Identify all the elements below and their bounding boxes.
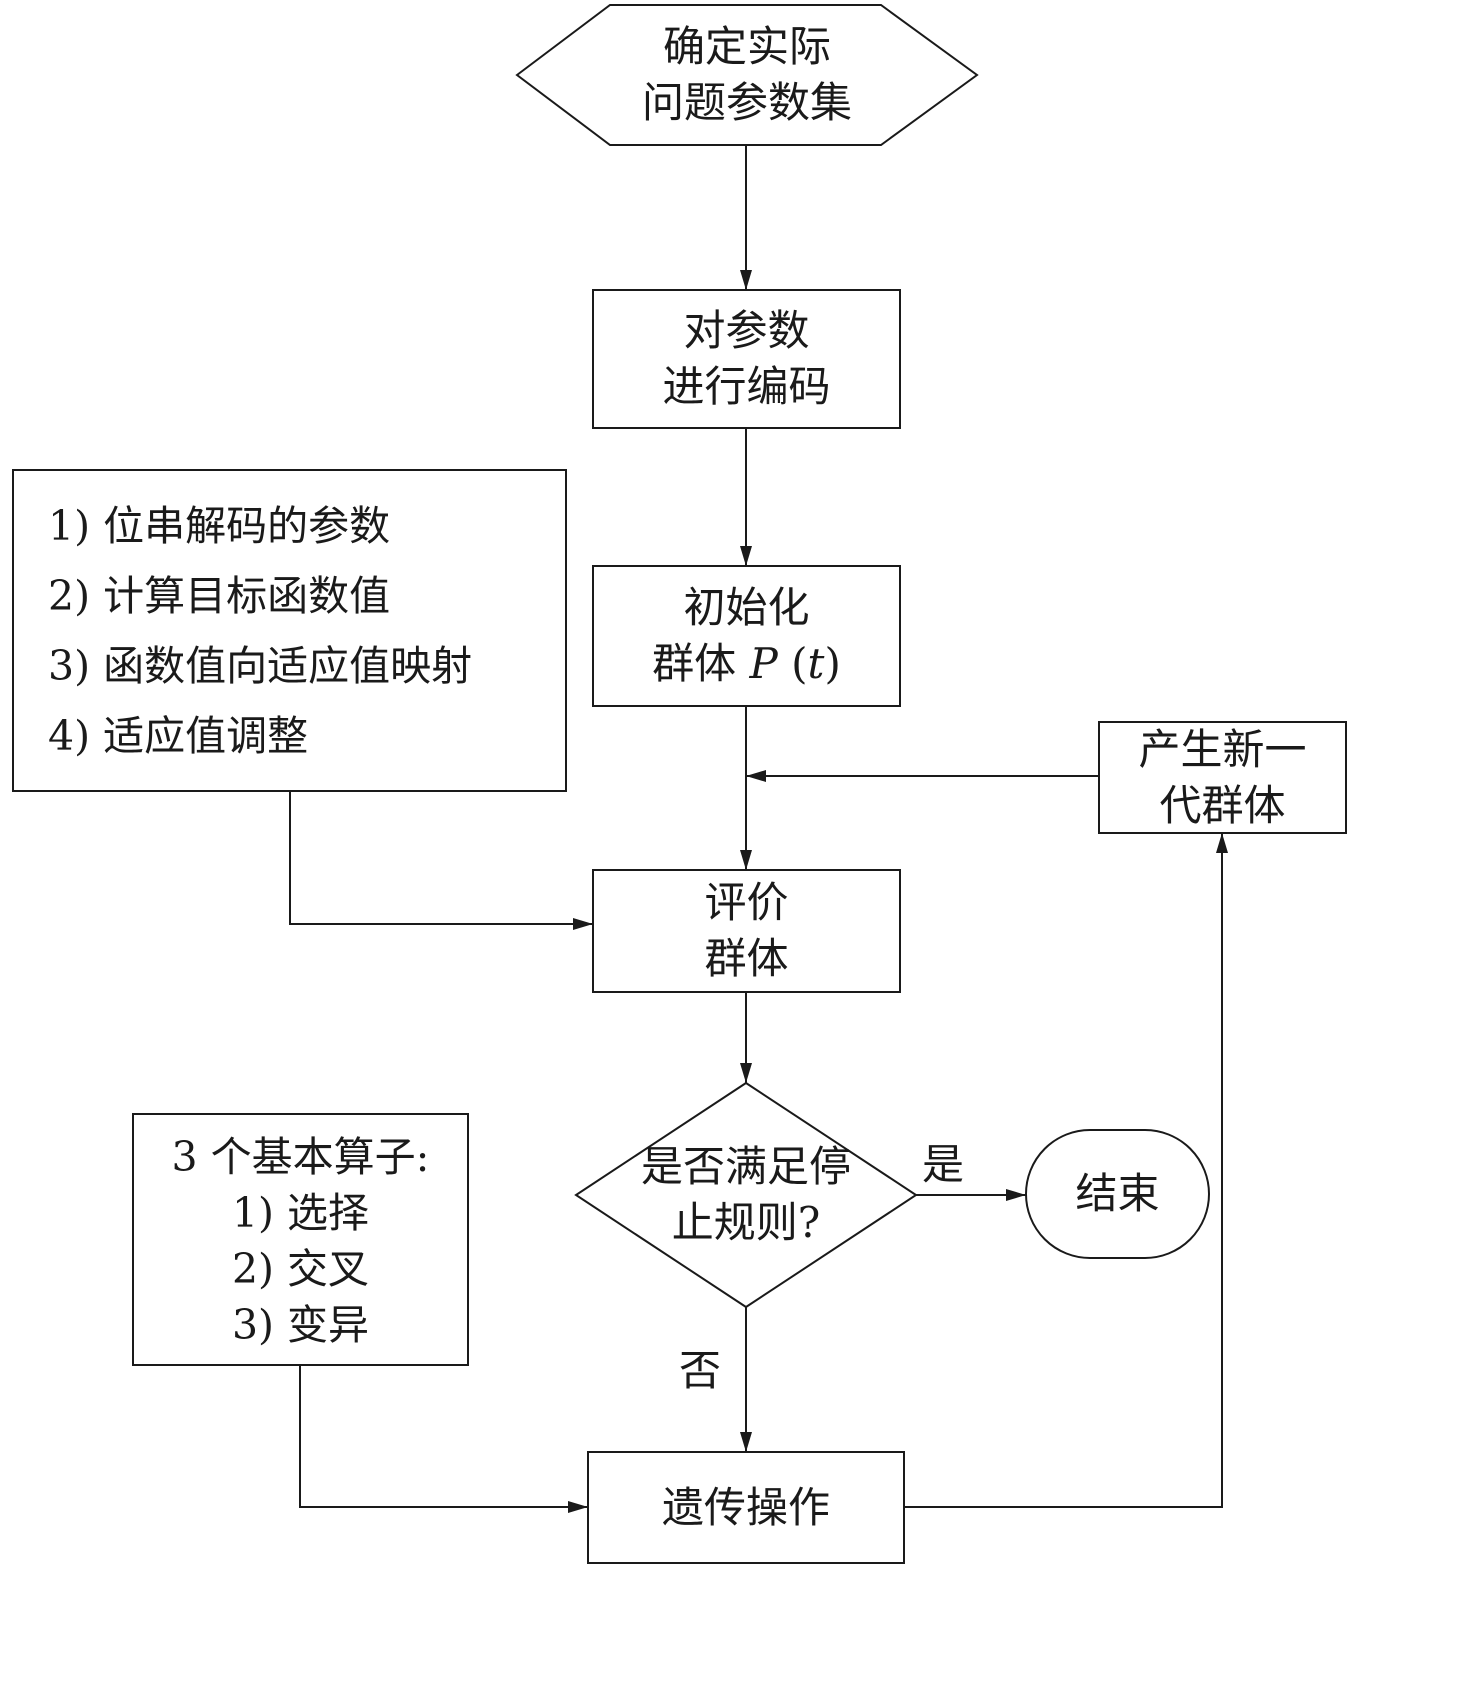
start-node-line-2: 问题参数集 (641, 78, 852, 127)
population-variable: P (749, 639, 778, 688)
start-node-line-1: 确定实际 (662, 22, 831, 71)
end-node: 结束 (1026, 1130, 1209, 1258)
evaluation-step-4: 4) 适应值调整 (48, 712, 309, 760)
operators-title: 3 个基本算子: (171, 1133, 430, 1181)
end-node-label: 结束 (1075, 1169, 1160, 1218)
flowchart-shapes (289, 4, 1347, 1564)
init-node-open-paren: ( (777, 639, 808, 688)
init-node: 初始化 群体 P (t) (593, 566, 900, 706)
init-node-line-2: 群体 P (t) (652, 636, 841, 692)
new-gen-box-shape (1098, 721, 1347, 834)
arrow-operators-to-genetic-ops (299, 1365, 588, 1513)
start-node: 确定实际 问题参数集 (517, 5, 977, 145)
init-node-line-1: 初始化 (683, 583, 810, 632)
no-edge-label: 否 (679, 1346, 722, 1395)
decision-node-line-1: 是否满足停 (640, 1142, 851, 1191)
new-gen-node: 产生新一 代群体 (1099, 722, 1346, 833)
genetic-ops-node: 遗传操作 (588, 1452, 904, 1563)
evaluation-step-3: 3) 函数值向适应值映射 (48, 642, 473, 690)
encode-box-shape (592, 289, 901, 429)
operator-selection: 1) 选择 (231, 1189, 370, 1237)
time-variable: t (807, 639, 825, 688)
arrow-genetic-ops-to-new-gen (904, 833, 1228, 1508)
genetic-ops-node-label: 遗传操作 (661, 1482, 830, 1532)
new-gen-node-line-2: 代群体 (1159, 780, 1286, 830)
evaluation-steps-note: 1) 位串解码的参数 2) 计算目标函数值 3) 函数值向适应值映射 4) 适应… (12, 469, 567, 792)
encode-node: 对参数 进行编码 (593, 290, 900, 428)
decision-node-line-2: 止规则? (671, 1198, 821, 1247)
encode-node-line-1: 对参数 (683, 306, 810, 355)
init-node-prefix: 群体 (652, 639, 750, 688)
start-hexagon-shape (515, 4, 979, 146)
yes-edge-label: 是 (922, 1140, 965, 1189)
operator-mutation: 3) 变异 (231, 1301, 370, 1349)
new-gen-node-line-1: 产生新一 (1138, 724, 1307, 774)
evaluate-node-line-2: 群体 (704, 934, 789, 983)
evaluate-box-shape (592, 869, 901, 993)
evaluation-step-1: 1) 位串解码的参数 (48, 502, 391, 550)
decision-node: 是否满足停 止规则? (576, 1083, 916, 1307)
evaluation-step-2: 2) 计算目标函数值 (48, 572, 391, 620)
evaluate-node-line-1: 评价 (704, 878, 789, 927)
init-node-close-paren: ) (824, 639, 841, 688)
flowchart-canvas: 确定实际 问题参数集 对参数 进行编码 初始化 群体 P (t) 评价 群体 是… (12, 4, 1347, 1564)
encode-node-line-2: 进行编码 (662, 362, 831, 411)
operators-note: 3 个基本算子: 1) 选择 2) 交叉 3) 变异 (132, 1113, 469, 1366)
operator-crossover: 2) 交叉 (231, 1245, 370, 1293)
evaluate-node: 评价 群体 (593, 870, 900, 992)
arrow-notes-to-evaluate (289, 791, 593, 930)
